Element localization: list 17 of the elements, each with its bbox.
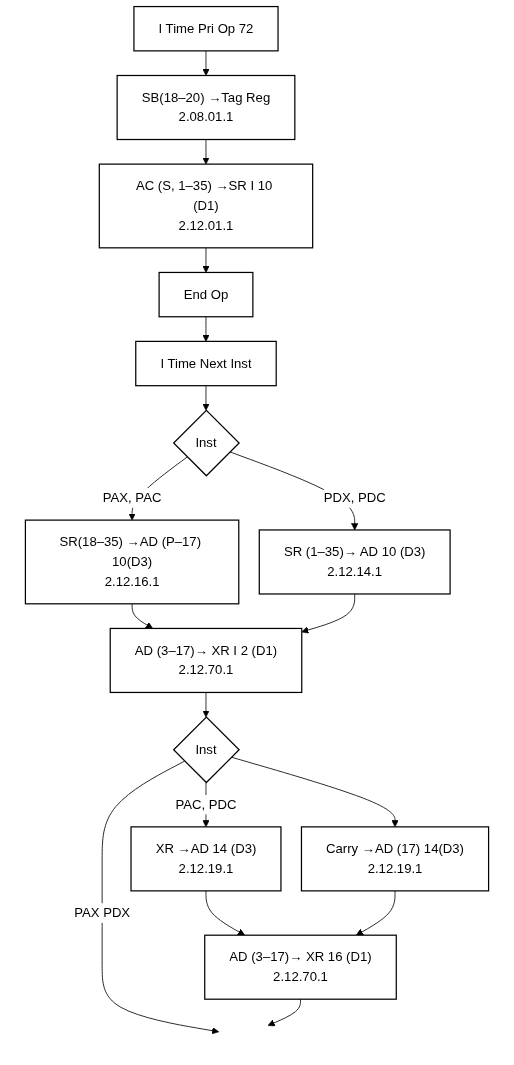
edge-label: PAX PDX bbox=[74, 905, 131, 920]
node-diamond: Inst bbox=[172, 716, 240, 784]
node-box: I Time Pri Op 72 bbox=[133, 5, 279, 52]
edge-label: PDX, PDC bbox=[323, 490, 386, 505]
node-box: Carry →AD (17) 14(D3) 2.12.19.1 bbox=[300, 826, 490, 892]
node-box: AD (3–17)→ XR I 2 (D1) 2.12.70.1 bbox=[109, 627, 303, 694]
node-box: SB(18–20) →Tag Reg 2.08.01.1 bbox=[116, 74, 296, 141]
node-box: XR →AD 14 (D3) 2.12.19.1 bbox=[130, 826, 282, 892]
node-box: SR (1–35)→ AD 10 (D3) 2.12.14.1 bbox=[258, 529, 451, 595]
node-box: End Op bbox=[158, 271, 254, 318]
node-box: AD (3–17)→ XR 16 (D1) 2.12.70.1 bbox=[204, 934, 397, 1000]
node-box: AC (S, 1–35) →SR I 10 (D1) 2.12.01.1 bbox=[98, 163, 314, 249]
edge-label: PAC, PDC bbox=[175, 797, 237, 812]
node-diamond: Inst bbox=[172, 409, 240, 477]
node-box: I Time Next Inst bbox=[135, 340, 277, 387]
edge-label: PAX, PAC bbox=[102, 490, 162, 505]
node-box: SR(18–35) →AD (P–17) 10(D3) 2.12.16.1 bbox=[24, 519, 240, 605]
